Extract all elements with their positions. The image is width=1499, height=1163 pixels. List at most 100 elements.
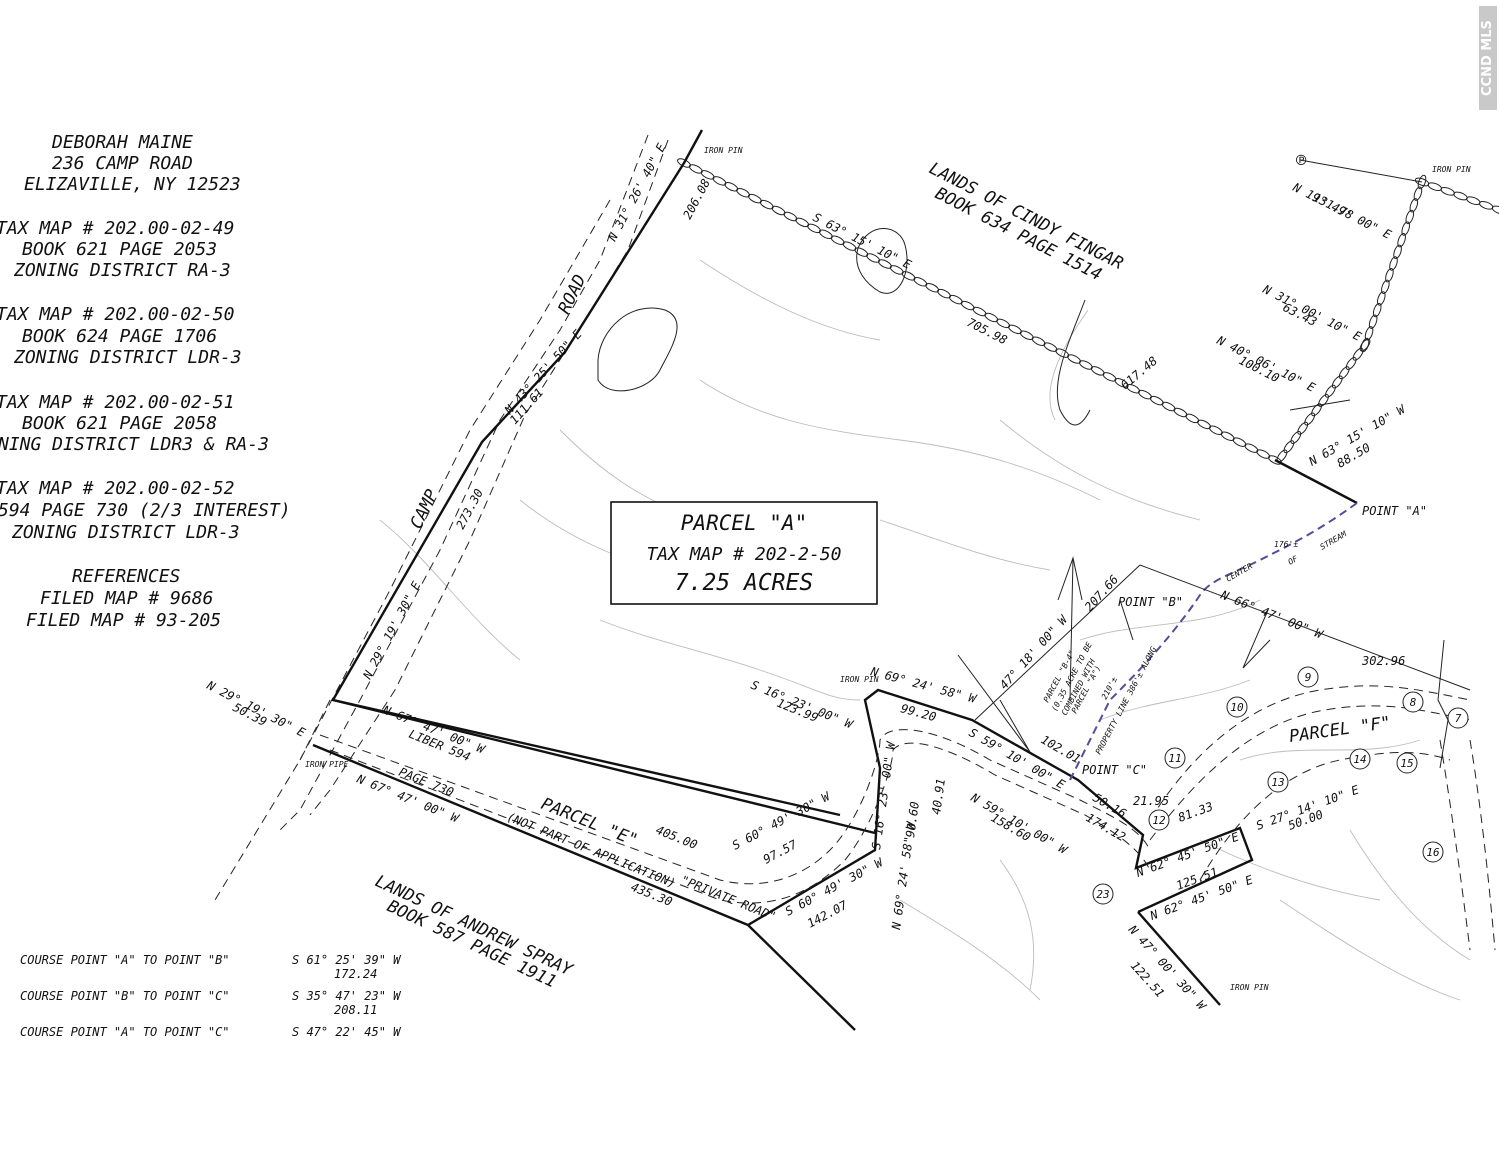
lot-number: 8: [1410, 696, 1417, 709]
distance-17: 207.66: [1082, 572, 1121, 614]
lot-number: 13: [1271, 776, 1284, 789]
references-block: REFERENCES FILED MAP # 9686 FILED MAP # …: [26, 566, 221, 631]
course-2-label: COURSE POINT "B" TO POINT "C": [20, 989, 230, 1003]
iron-pipe-label: IRON PIPE: [305, 760, 349, 769]
reference-item-2: FILED MAP # 93-205: [26, 610, 221, 631]
parcel-a-acres: 7.25 ACRES: [675, 570, 813, 596]
stream-176-label: 176'±: [1274, 540, 1298, 549]
bearing-2: N 43° 25' 50" E: [501, 327, 585, 418]
boundary-lines: [312, 159, 1496, 1031]
tax-book-3: BOOK 621 PAGE 2058: [22, 413, 217, 434]
lot-number: 15: [1400, 757, 1413, 770]
point-b-label: POINT "B": [1118, 595, 1183, 609]
stone-wall-north: [677, 158, 1282, 465]
tax-book-2: BOOK 624 PAGE 1706: [22, 326, 217, 347]
tax-parcel-list: TAX MAP # 202.00-02-49 BOOK 621 PAGE 205…: [0, 218, 291, 543]
point-a-label: POINT "A": [1362, 504, 1427, 518]
of-label: OF: [1287, 554, 1300, 567]
iron-pin-1: IRON PIN: [704, 146, 743, 155]
course-3-bearing: S 47° 22' 45" W: [292, 1025, 402, 1039]
distance-12a: 405.00: [654, 823, 699, 852]
map-labels: PARCEL "E" (NOT PART OF APPLICATION) "PR…: [305, 146, 1471, 992]
reference-item-1: FILED MAP # 9686: [40, 588, 213, 609]
course-1-distance: 172.24: [334, 967, 377, 981]
owner-block: DEBORAH MAINE 236 CAMP ROAD ELIZAVILLE, …: [24, 132, 241, 195]
lot-circle: [1422, 841, 1444, 863]
lot-number: 7: [1455, 712, 1462, 725]
tax-book-1: BOOK 621 PAGE 2053: [22, 239, 217, 260]
camp-road: [214, 134, 669, 901]
parcel-a-tax-map: TAX MAP # 202-2-50: [646, 544, 841, 565]
lot-circle: [1396, 752, 1418, 774]
tax-zoning-1: ZONING DISTRICT RA-3: [13, 260, 231, 281]
references-heading: REFERENCES: [72, 566, 181, 587]
iron-pin-4: IRON PIN: [1230, 983, 1269, 992]
lot-circle: [1349, 748, 1371, 770]
distance-25: 21.95: [1133, 794, 1169, 808]
lot-circle: [1164, 747, 1186, 769]
lot-circle: [1226, 696, 1248, 718]
iron-pin-2: IRON PIN: [1432, 165, 1471, 174]
center-label: CENTER: [1225, 561, 1255, 583]
tax-map-3: TAX MAP # 202.00-02-51: [0, 392, 234, 413]
owner-name: DEBORAH MAINE: [51, 132, 193, 153]
lot-circle: [1402, 691, 1424, 713]
road-label-road: ROAD: [555, 272, 591, 318]
lot-number: 14: [1353, 753, 1366, 766]
lot-circle: [1267, 771, 1289, 793]
tax-zoning-3: NING DISTRICT LDR3 & RA-3: [0, 434, 269, 455]
distance-14: 97.57: [761, 837, 800, 867]
lands-fingar-name: LANDS OF CINDY FINGAR: [926, 159, 1127, 274]
tax-zoning-4: ZONING DISTRICT LDR-3: [11, 522, 240, 543]
lot-number: 23: [1096, 888, 1109, 901]
lot-circle: [1297, 666, 1319, 688]
lot-number: 12: [1152, 814, 1166, 827]
distance-18: 302.96: [1361, 654, 1405, 668]
distance-3: 273.30: [453, 487, 486, 532]
course-table: COURSE POINT "A" TO POINT "B" S 61° 25' …: [20, 953, 402, 1039]
road-label-camp: CAMP: [407, 487, 443, 533]
stone-wall-east: [1360, 174, 1499, 353]
lot-numbers: 7 8 9 10 11 12 13 14 15 16 23: [1092, 666, 1469, 905]
distance-1: 206.08: [680, 177, 713, 222]
course-2-distance: 208.11: [334, 1003, 377, 1017]
tax-map-2: TAX MAP # 202.00-02-50: [0, 304, 234, 325]
course-1-bearing: S 61° 25' 39" W: [292, 953, 402, 967]
bearing-20: N 69° 24' 58" W: [889, 819, 918, 931]
distance-20: 40.91: [929, 778, 948, 816]
course-3-label: COURSE POINT "A" TO POINT "C": [20, 1025, 230, 1039]
iron-pin-3: IRON PIN: [840, 675, 879, 684]
property-line-label: PROPERTY LINE 386'± ALONG: [1094, 645, 1159, 756]
bearing-4: N 29° 19' 30" E: [360, 578, 424, 682]
tax-map-4: TAX MAP # 202.00-02-52: [0, 478, 234, 499]
parcel-f-label: PARCEL "F": [1288, 713, 1392, 747]
parcel-a-title: PARCEL "A": [681, 511, 807, 535]
bearing-15: N 69° 24' 58" W: [868, 664, 979, 706]
point-c-label: POINT "C": [1082, 763, 1147, 777]
owner-street: 236 CAMP ROAD: [52, 153, 193, 174]
tax-book-4: 594 PAGE 730 (2/3 INTEREST): [0, 500, 291, 521]
lot-circle: [1148, 809, 1170, 831]
tax-map-1: TAX MAP # 202.00-02-49: [0, 218, 234, 239]
lot-number: 10: [1230, 701, 1244, 714]
distance-6b: 617.48: [1118, 354, 1160, 393]
distance-26: 81.33: [1176, 799, 1215, 825]
topo-contours: [379, 228, 1471, 1001]
lot-circle: [1092, 883, 1114, 905]
bearing-19: S 16° 23' 00" W: [869, 739, 898, 850]
distance-19: 90.60: [903, 801, 922, 839]
course-2-bearing: S 35° 47' 23" W: [292, 989, 402, 1003]
pond-outline: [597, 307, 678, 392]
bearing-6: S 63° 15' 10" E: [811, 210, 915, 272]
owner-city: ELIZAVILLE, NY 12523: [24, 174, 241, 195]
property-line-symbol: ℗: [1296, 151, 1307, 171]
lot-number: 11: [1168, 752, 1181, 765]
lot-number: 16: [1426, 846, 1440, 859]
lands-spray-name: LANDS OF ANDREW SPRAY: [372, 871, 577, 981]
bearing-1: N 31° 26' 40" E: [605, 140, 669, 244]
stone-wall-east2: [1276, 338, 1371, 463]
distance-15: 99.20: [899, 701, 938, 724]
tax-zoning-2: ZONING DISTRICT LDR-3: [13, 347, 242, 368]
lot-number: 9: [1305, 671, 1312, 684]
stream-label: STREAM: [1319, 529, 1350, 552]
